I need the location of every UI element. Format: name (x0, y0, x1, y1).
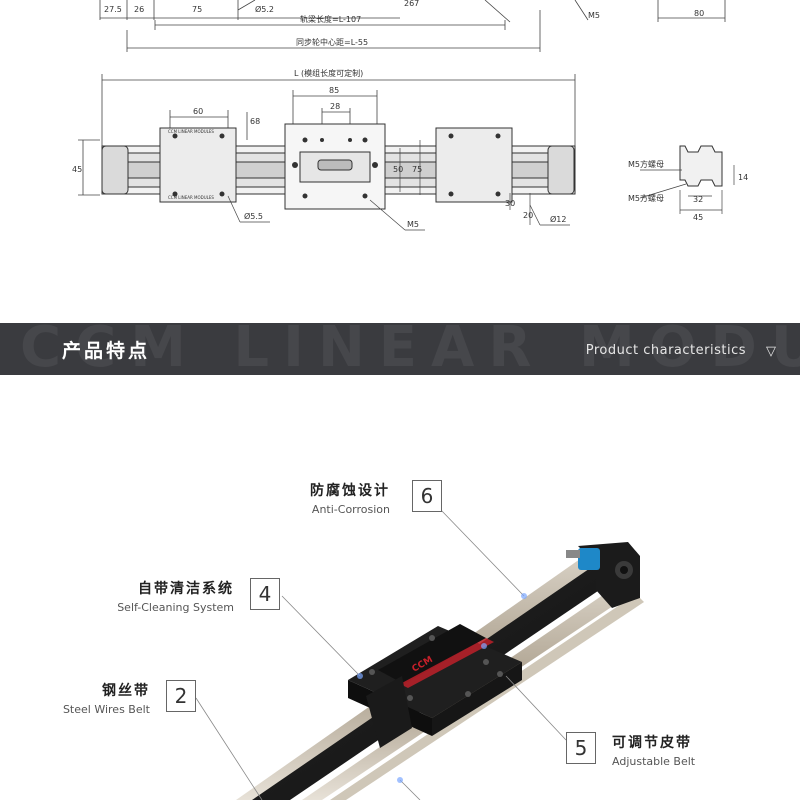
overall-length-label: L (模组长度可定制) (294, 68, 363, 78)
section-banner: CCM LINEAR MODULES 产品特点 Product characte… (0, 323, 800, 375)
chevron-down-icon: ▽ (766, 344, 776, 359)
thread-m5-label: M5 (407, 220, 419, 229)
banner-title: 产品特点 (62, 340, 151, 362)
clamp-block (366, 676, 412, 748)
callout-2-en: Steel Wires Belt (62, 703, 150, 716)
linear-module-illustration: CCM (195, 508, 644, 800)
dim-80-top: 80 (694, 9, 704, 18)
leader-line-6 (439, 508, 525, 597)
dim-75-top: 75 (192, 5, 202, 14)
rail-length-label: 轨梁长度=L-107 (300, 14, 361, 24)
dim-hole-52: Ø5.2 (255, 4, 274, 14)
hole-12-label: Ø12 (550, 214, 566, 224)
callout-4-cn: 自带清洁系统 (138, 581, 234, 597)
banner-subtitle: Product characteristics (585, 343, 746, 358)
end-block-text-bottom: CCM LINEAR MODULES (168, 195, 214, 200)
dim-m5-top: M5 (588, 11, 600, 20)
leader-line-4 (281, 595, 361, 677)
dim-30: 30 (505, 199, 515, 208)
technical-drawing: 27.5 26 75 Ø5.2 80 M5 267 轨梁长度=L-107 同步轮… (72, 0, 748, 231)
dim-267: 267 (404, 0, 419, 8)
dim-75: 75 (412, 165, 422, 174)
dim-20: 20 (523, 211, 533, 220)
side-dim-14: 14 (738, 173, 748, 182)
leader-line-2 (195, 697, 263, 800)
callout-6-cn: 防腐蚀设计 (310, 483, 390, 499)
side-nut-label-2: M5方螺母 (628, 193, 664, 203)
end-block-text-top: CCM LINEAR MODULES (168, 129, 214, 134)
callout-6-en: Anti-Corrosion (311, 503, 390, 516)
dim-50: 50 (393, 165, 403, 174)
pulley-distance-label: 同步轮中心距=L-55 (296, 37, 368, 47)
dim-68: 68 (250, 117, 260, 126)
carriage-inner-dim: 28 (330, 102, 340, 111)
carriage-width-dim: 85 (329, 86, 339, 95)
dim-26: 26 (134, 5, 144, 14)
callout-anti-corrosion: 防腐蚀设计 Anti-Corrosion (286, 480, 390, 516)
blue-cap-icon (578, 548, 600, 570)
side-dim-45: 45 (693, 213, 703, 222)
callout-number-2: 2 (166, 680, 196, 712)
callout-number-4: 4 (250, 578, 280, 610)
dim-27-5: 27.5 (104, 5, 122, 14)
callout-number-6: 6 (412, 480, 442, 512)
callout-self-cleaning: 自带清洁系统 Self-Cleaning System (106, 578, 234, 614)
dim-45-left: 45 (72, 165, 82, 174)
callout-steel-wires-belt: 钢丝带 Steel Wires Belt (50, 680, 150, 716)
callout-2-cn: 钢丝带 (102, 683, 150, 699)
product-feature-area: CCM 防腐蚀设计 Anti-Corrosion 6 自带清洁系统 Self-C… (0, 376, 800, 800)
leader-line-5 (505, 675, 567, 741)
callout-5-en: Adjustable Belt (612, 755, 696, 768)
callout-number-5: 5 (566, 732, 596, 764)
banner-watermark: CCM LINEAR MODULES (20, 323, 800, 375)
callout-4-en: Self-Cleaning System (117, 601, 234, 614)
hole-55-label: Ø5.5 (244, 211, 263, 221)
callout-adjustable-belt: 可调节皮带 Adjustable Belt (612, 732, 732, 768)
end-block-width-dim: 60 (193, 107, 203, 116)
side-dim-32: 32 (693, 195, 703, 204)
callout-5-cn: 可调节皮带 (612, 735, 692, 751)
side-nut-label-1: M5方螺母 (628, 159, 664, 169)
leader-line-1 (399, 779, 421, 800)
